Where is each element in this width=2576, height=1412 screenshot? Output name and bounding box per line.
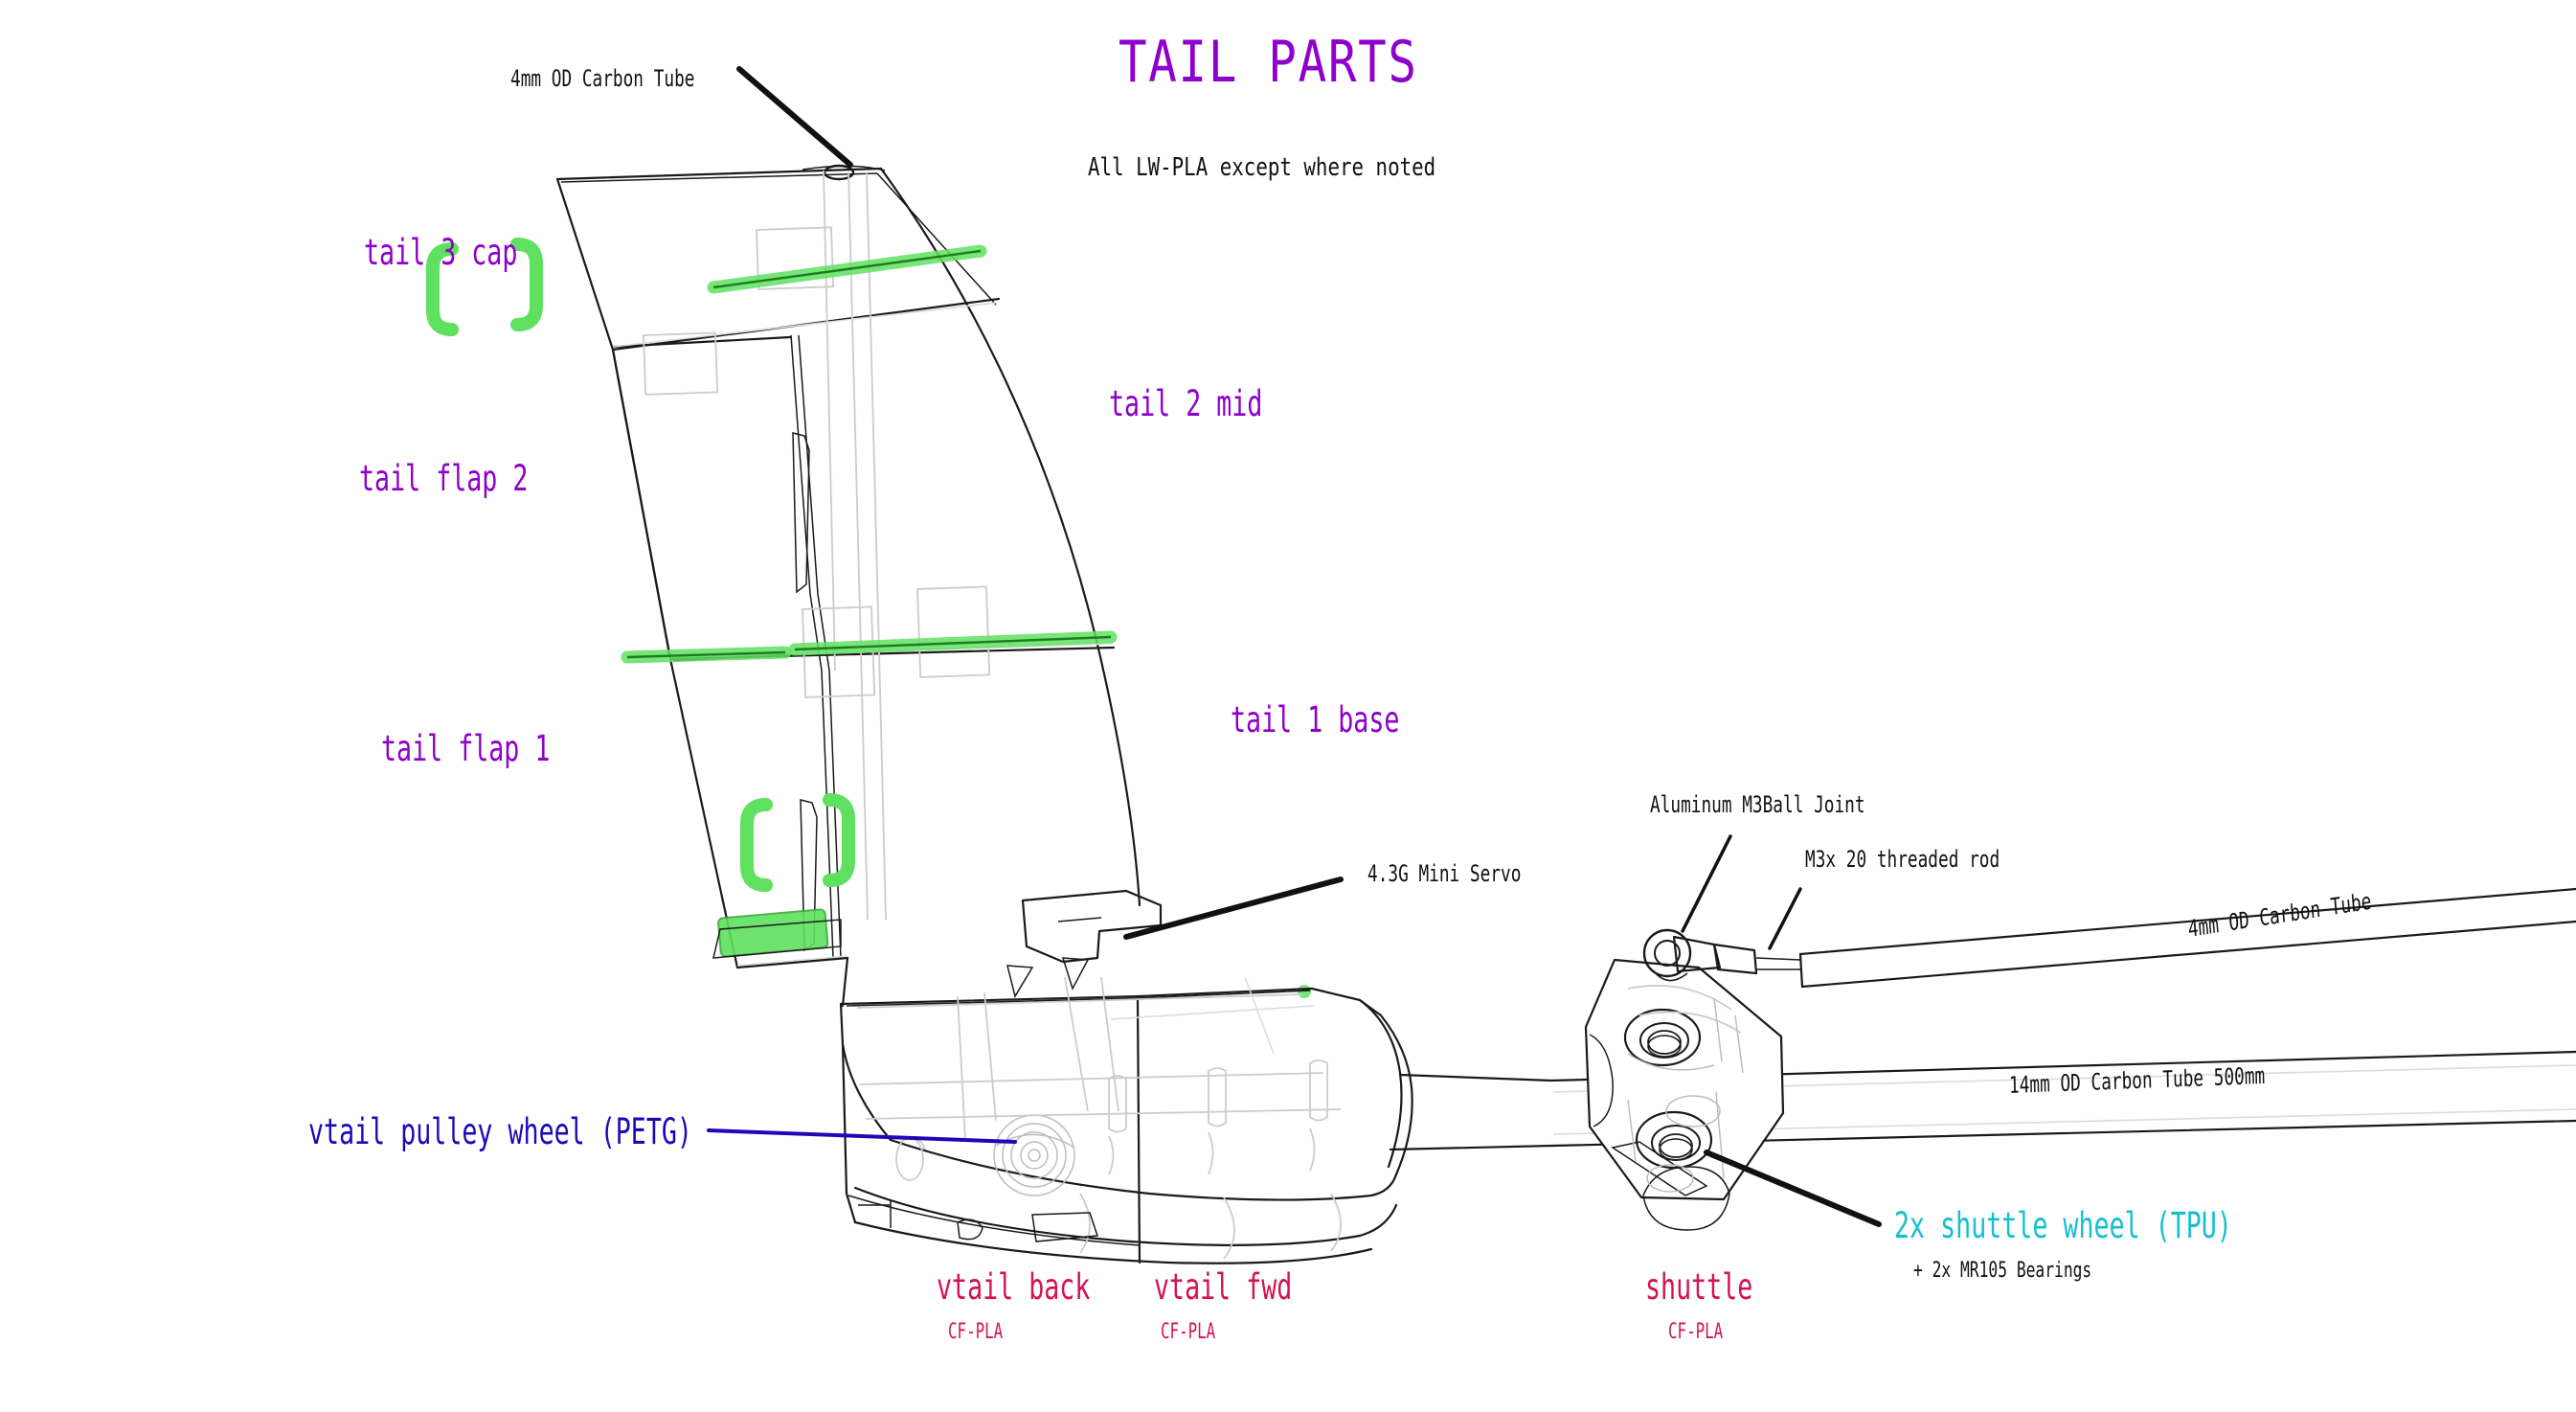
label-tail-flap-2: tail flap 2 — [359, 458, 529, 499]
vtail-pulley-wheel-part — [993, 1114, 1075, 1196]
label-shuttle: shuttle — [1645, 1266, 1753, 1308]
page-title: TAIL PARTS — [1119, 29, 1418, 96]
callout-threaded-rod: M3x 20 threaded rod — [1805, 846, 2000, 873]
callout-mini-servo: 4.3G Mini Servo — [1367, 860, 1522, 887]
hinge-bracket-marks — [426, 238, 1311, 998]
hinge-highlights — [621, 244, 1118, 664]
label-vtail-fwd: vtail fwd — [1154, 1266, 1293, 1308]
ball-joint-part — [1642, 928, 1802, 982]
callout-ball-joint: Aluminum M3Ball Joint — [1650, 791, 1865, 818]
leader-pulley-wheel — [707, 1128, 1017, 1144]
leader-threaded-rod — [1768, 887, 1802, 950]
label-tail-flap-1: tail flap 1 — [381, 728, 551, 769]
shuttle-wheel-boss-upper — [1623, 1008, 1702, 1067]
label-vtail-back: vtail back — [937, 1266, 1091, 1308]
label-tail-3-cap: tail 3 cap — [364, 232, 518, 273]
vtail-body-assembly — [839, 976, 1555, 1264]
mini-servo-part — [1006, 889, 1163, 998]
leader-carbon-tube-top — [736, 66, 853, 168]
shuttle-assembly — [1584, 928, 1802, 1231]
callout-bearings: + 2x MR105 Bearings — [1913, 1259, 2092, 1283]
leader-mini-servo — [1123, 877, 1344, 940]
label-shuttle-wheel: 2x shuttle wheel (TPU) — [1894, 1205, 2232, 1246]
tail-flap-2-panel — [611, 335, 792, 661]
page-subtitle: All LW-PLA except where noted — [1088, 153, 1436, 182]
label-tail-1-base: tail 1 base — [1231, 699, 1400, 740]
material-vtail-back: CF-PLA — [948, 1320, 1004, 1344]
vtail-internal-ghost — [856, 976, 1342, 1260]
leader-lines — [707, 66, 1882, 1227]
material-shuttle: CF-PLA — [1668, 1320, 1724, 1344]
label-vtail-pulley-wheel: vtail pulley wheel (PETG) — [308, 1111, 692, 1152]
material-vtail-fwd: CF-PLA — [1161, 1320, 1216, 1344]
tail-fin-assembly — [426, 164, 1311, 1008]
leader-shuttle-wheel — [1704, 1150, 1882, 1227]
leader-ball-joint — [1681, 834, 1732, 933]
tail-3-cap-panel — [555, 164, 1001, 352]
shuttle-internal-ghost — [1627, 984, 1744, 1193]
label-tail-2-mid: tail 2 mid — [1109, 383, 1263, 424]
callout-carbon-tube-top: 4mm OD Carbon Tube — [510, 65, 695, 92]
tail-spar — [790, 334, 842, 959]
